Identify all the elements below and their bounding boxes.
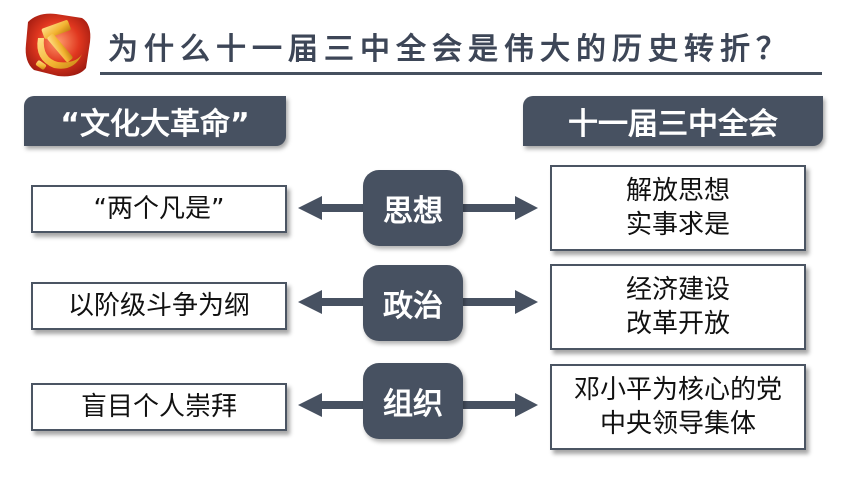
- right-item-line: 邓小平为核心的党: [573, 375, 782, 405]
- left-column-header: “文化大革命”: [24, 96, 286, 146]
- left-item-class-struggle: 以阶级斗争为纲: [31, 282, 287, 330]
- category-ideology: 思想: [363, 170, 463, 246]
- right-item-organization: 邓小平为核心的党 中央领导集体: [550, 364, 806, 450]
- right-item-politics: 经济建设 改革开放: [550, 264, 806, 350]
- left-item-personality-cult: 盲目个人崇拜: [31, 383, 287, 431]
- right-item-line: 经济建设: [625, 275, 730, 305]
- right-item-line: 中央领导集体: [599, 409, 756, 439]
- left-item-two-whatevers: “两个凡是”: [31, 185, 287, 233]
- right-item-ideology: 解放思想 实事求是: [550, 165, 806, 251]
- category-organization: 组织: [363, 363, 463, 439]
- right-column-header: 十一届三中全会: [523, 96, 823, 146]
- right-item-line: 改革开放: [625, 309, 730, 339]
- right-item-line: 实事求是: [625, 210, 730, 240]
- category-politics: 政治: [363, 265, 463, 341]
- title-divider: [100, 72, 822, 75]
- right-item-line: 解放思想: [625, 176, 730, 206]
- page-title: 为什么十一届三中全会是伟大的历史转折？: [108, 32, 792, 67]
- hammer-sickle-emblem-icon: [25, 13, 91, 77]
